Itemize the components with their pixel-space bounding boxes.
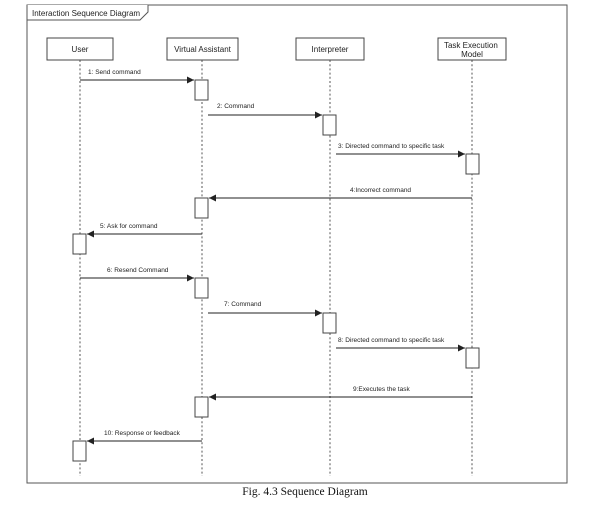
lifeline-label-interpreter: Interpreter bbox=[312, 45, 349, 54]
activation-bar-user-2 bbox=[72, 440, 87, 462]
activation-bar-assistant-2 bbox=[194, 197, 209, 219]
activation-bar-assistant-4 bbox=[194, 396, 209, 418]
lifeline-assistant: Virtual Assistant bbox=[166, 37, 239, 476]
message-label-2: 2: Command bbox=[217, 103, 255, 110]
message-label-1: 1: Send command bbox=[88, 69, 141, 76]
activation-bar-assistant-3 bbox=[194, 277, 209, 299]
activation-bar-user-1 bbox=[72, 233, 87, 255]
activation-bar-assistant-1 bbox=[194, 79, 209, 101]
frame-title-tab bbox=[26, 5, 149, 21]
lifeline-head-assistant bbox=[166, 37, 239, 61]
frame-title: Interaction Sequence Diagram bbox=[32, 9, 140, 18]
lifeline-user: User bbox=[46, 37, 114, 476]
lifeline-interpreter: Interpreter bbox=[295, 37, 365, 476]
lifeline-label-user: User bbox=[72, 45, 89, 54]
lifeline-task: Task Execution Model bbox=[437, 37, 507, 476]
message-label-5: 5: Ask for command bbox=[100, 223, 158, 230]
activation-bar-task-2 bbox=[465, 347, 480, 369]
message-label-7: 7: Command bbox=[224, 301, 262, 308]
message-label-4: 4:Incorrect command bbox=[350, 187, 411, 194]
messages: 1: Send command 2: Command 3: Directed c… bbox=[80, 69, 472, 445]
activation-bar-interpreter-2 bbox=[322, 312, 337, 334]
activation-bar-interpreter-1 bbox=[322, 114, 337, 136]
message-label-10: 10: Response or feedback bbox=[104, 430, 181, 437]
diagram-frame bbox=[26, 4, 568, 484]
message-label-3: 3: Directed command to specific task bbox=[338, 143, 445, 150]
message-label-8: 8: Directed command to specific task bbox=[338, 337, 445, 344]
activation-bar-task-1 bbox=[465, 153, 480, 175]
activation-bars bbox=[72, 79, 480, 462]
message-label-6: 6: Resend Command bbox=[107, 267, 169, 274]
lifeline-label-task: Task Execution Model bbox=[444, 41, 500, 59]
figure-caption: Fig. 4.3 Sequence Diagram bbox=[242, 486, 368, 498]
lifeline-label-assistant: Virtual Assistant bbox=[174, 45, 232, 54]
message-label-9: 9:Executes the task bbox=[353, 386, 410, 393]
